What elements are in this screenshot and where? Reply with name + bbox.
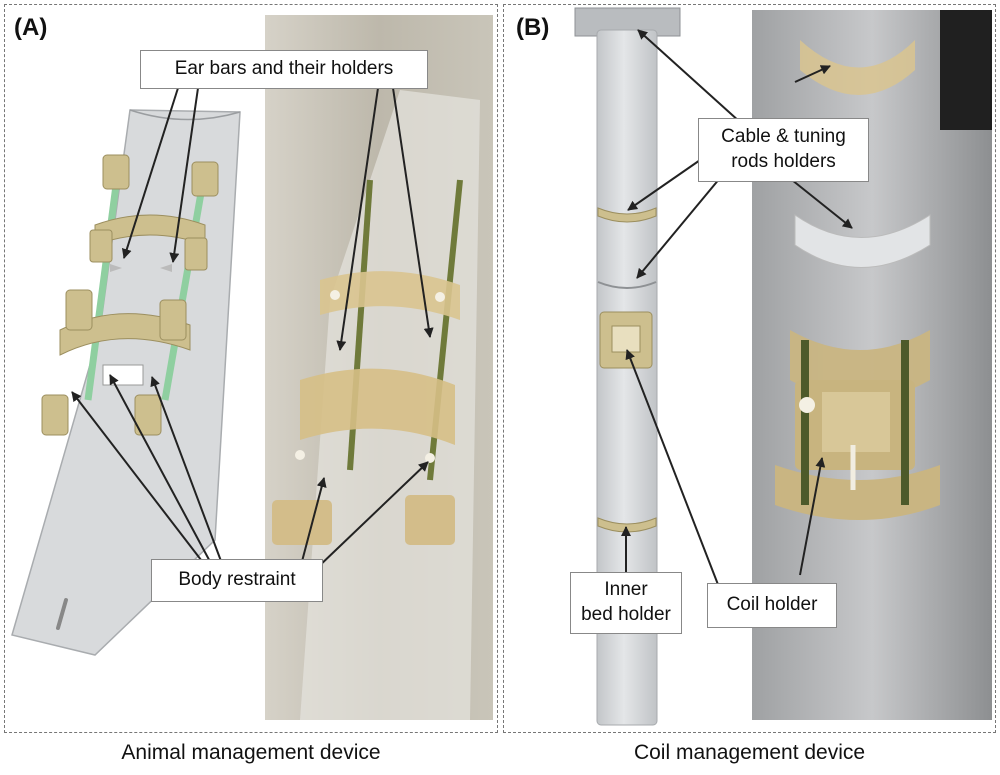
inner-bed-line-2: bed holder — [581, 604, 671, 625]
animal-device-cad-drawing — [11, 109, 241, 656]
panel-b-caption: Coil management device — [633, 741, 866, 764]
cable-tuning-line-1: Cable & tuning — [721, 126, 846, 148]
cable-tuning-rods-callout: Cable & tuning rods holders — [698, 118, 869, 182]
panel-a-frame — [4, 4, 498, 733]
inner-bed-line-1: Inner — [604, 579, 648, 601]
coil-holder-callout: Coil holder — [707, 583, 837, 628]
ear-bars-callout: Ear bars and their holders — [140, 50, 428, 89]
body-restraint-callout: Body restraint — [151, 559, 323, 602]
cable-tuning-line-2: rods holders — [731, 151, 836, 172]
panel-a-letter: (A) — [14, 14, 48, 41]
arrows — [71, 29, 853, 601]
animal-device-photo — [265, 15, 493, 720]
panel-b-frame — [503, 4, 996, 733]
inner-bed-holder-callout: Inner bed holder — [570, 572, 682, 634]
coil-device-cad-drawing — [574, 7, 681, 726]
panel-a-caption: Animal management device — [121, 741, 381, 764]
panel-b-letter: (B) — [516, 14, 550, 41]
